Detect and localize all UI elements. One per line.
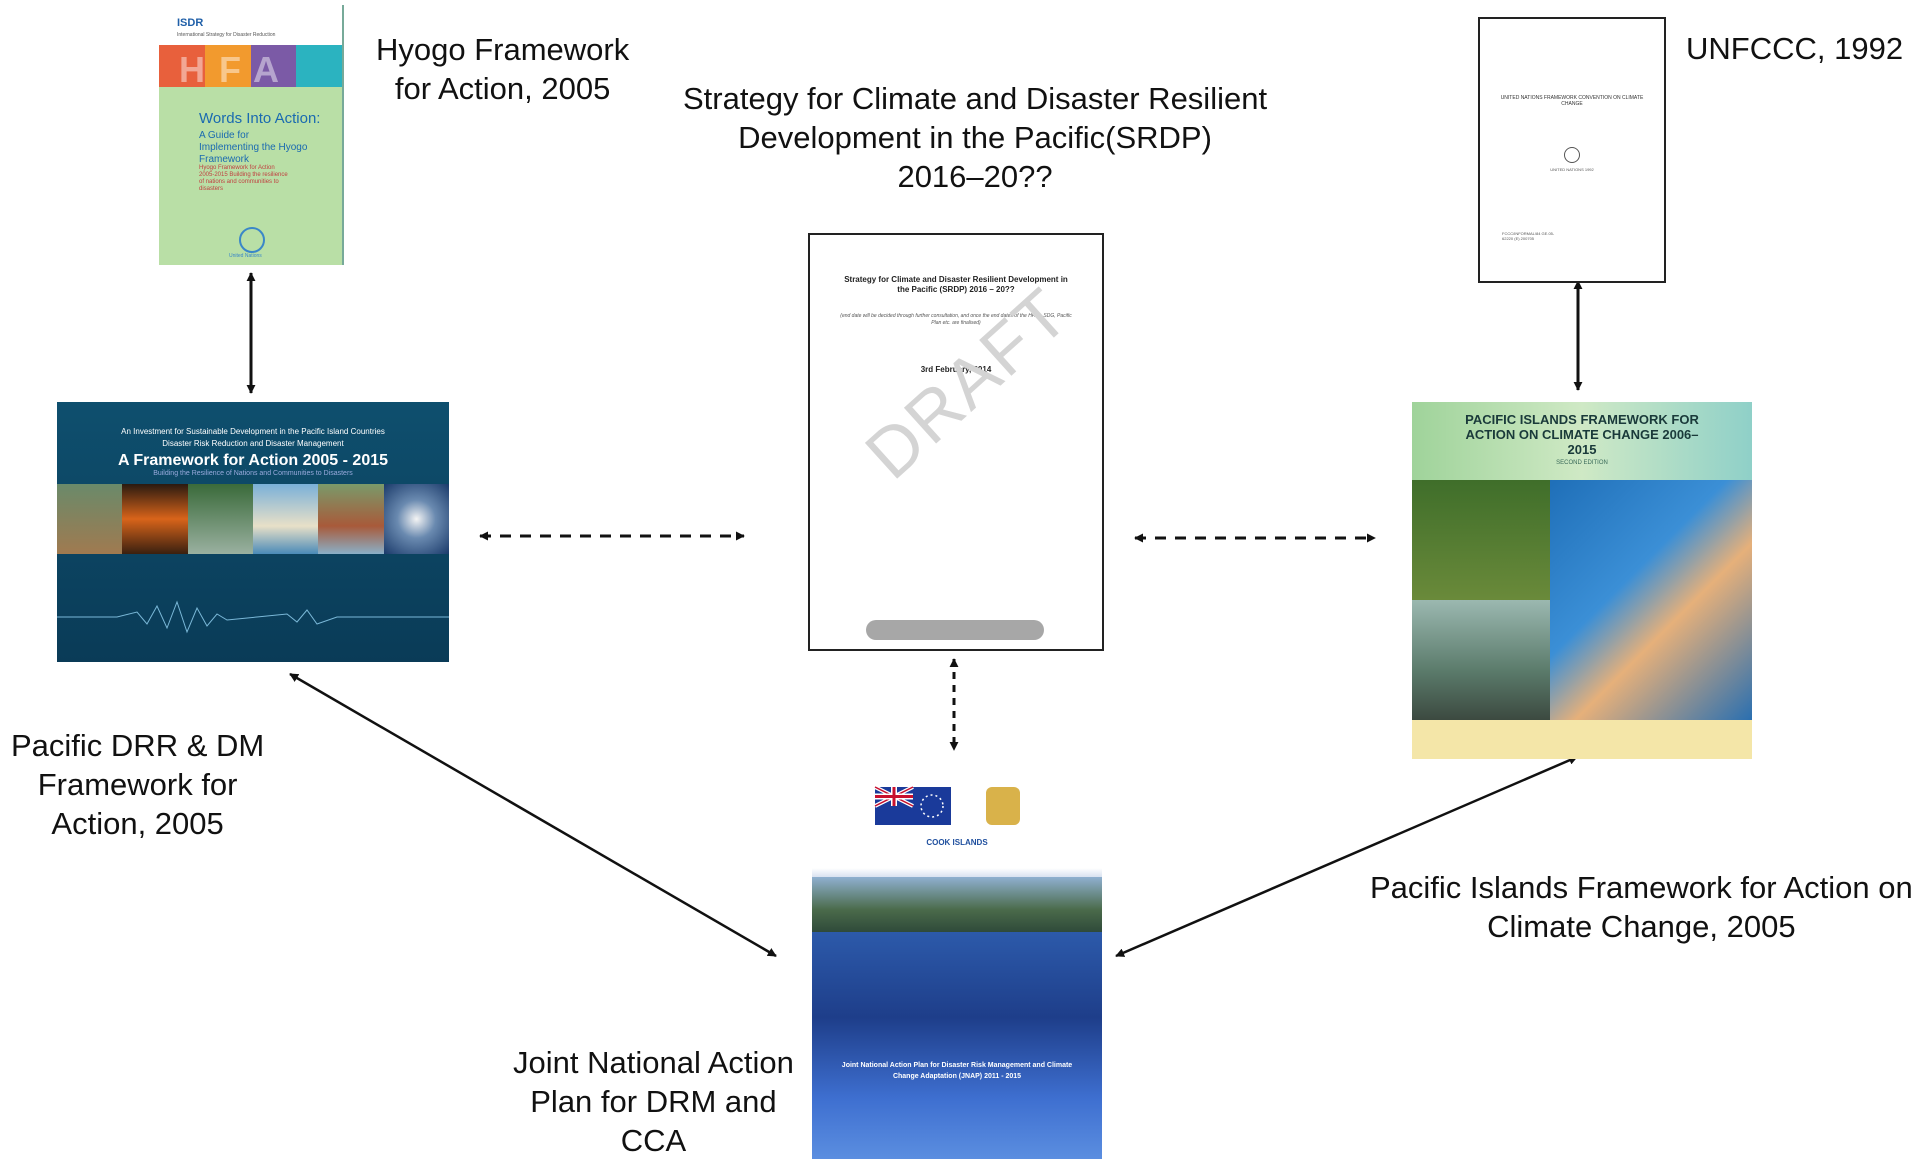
unfccc-sub: UNITED NATIONS 1992: [1550, 167, 1594, 172]
pacific-drr-cover: An Investment for Sustainable Developmen…: [57, 402, 449, 662]
jnap-island-photo: [812, 877, 1102, 932]
srdp-heading: Strategy for Climate and Disaster Resili…: [844, 275, 1068, 294]
unfccc-cover: UNITED NATIONS FRAMEWORK CONVENTION ON C…: [1478, 17, 1666, 283]
jnap-title: Joint National Action Plan for Disaster …: [841, 1062, 1073, 1080]
hfa-publisher: United Nations: [229, 253, 262, 259]
pifacc-photo-people: [1412, 480, 1550, 600]
draft-watermark: DRAFT: [850, 272, 1084, 494]
drr-seismograph: [57, 600, 449, 634]
caption-hfa: Hyogo Framework for Action, 2005: [376, 32, 630, 106]
pifacc-photo-shore: [1412, 600, 1550, 720]
caption-unfccc: UNFCCC, 1992: [1686, 31, 1904, 66]
caption-pifacc: Pacific Islands Framework for Action on …: [1370, 870, 1913, 944]
srdp-draft-cover: Strategy for Climate and Disaster Resili…: [808, 233, 1104, 651]
drr-line1: An Investment for Sustainable Developmen…: [121, 427, 385, 436]
pifacc-cover: PACIFIC ISLANDS FRAMEWORK FOR ACTION ON …: [1412, 402, 1752, 759]
srdp-date: 3rd February, 2014: [920, 365, 992, 374]
coat-of-arms-icon: [986, 787, 1020, 825]
pdf-toolbar: [866, 620, 1044, 640]
hfa-banner: HFA: [179, 49, 293, 90]
cook-islands-flag-icon: [874, 785, 951, 825]
jnap-cover: COOK ISLANDS Joint National Action Plan …: [812, 755, 1102, 1159]
drr-tagline: Building the Resilience of Nations and C…: [153, 470, 353, 477]
drr-photo-strip: [57, 484, 449, 554]
unfccc-footer: FCCC/INFORMAL/84 GE.05-62220 (E) 200705: [1502, 231, 1555, 241]
pifacc-photo-children: [1550, 480, 1752, 720]
hfa-color-band: [159, 45, 342, 87]
un-emblem-icon: [1564, 147, 1580, 163]
drr-title: A Framework for Action 2005 - 2015: [117, 452, 389, 469]
caption-jnap: Joint National Action Plan for DRM and C…: [513, 1045, 794, 1158]
un-emblem-icon: [239, 227, 265, 253]
pifacc-title: PACIFIC ISLANDS FRAMEWORK FOR ACTION ON …: [1465, 412, 1699, 457]
pifacc-header: [1412, 402, 1752, 480]
caption-srdp: Strategy for Climate and Disaster Resili…: [683, 81, 1268, 194]
pifacc-edition: SECOND EDITION: [1556, 460, 1608, 466]
srdp-note: (end date will be decided through furthe…: [840, 313, 1072, 326]
isdr-subtitle: International Strategy for Disaster Redu…: [177, 32, 276, 38]
hfa-cover: ISDR International Strategy for Disaster…: [159, 5, 344, 265]
isdr-logo-text: ISDR: [177, 17, 204, 29]
arrow-pifacc-jnap: [1115, 755, 1578, 958]
drr-line2: Disaster Risk Reduction and Disaster Man…: [162, 439, 344, 448]
arrow-drr-jnap: [289, 672, 777, 958]
hfa-cover-title: Words Into Action:: [199, 110, 321, 127]
unfccc-heading: UNITED NATIONS FRAMEWORK CONVENTION ON C…: [1500, 95, 1644, 107]
hfa-cover-subtitle: A Guide for Implementing the Hyogo Frame…: [199, 130, 308, 165]
jnap-country: COOK ISLANDS: [926, 838, 988, 847]
caption-drr: Pacific DRR & DM Framework for Action, 2…: [11, 728, 265, 841]
hfa-cover-note: Hyogo Framework for Action 2005-2015 Bui…: [199, 165, 288, 192]
hfa-cover-header: ISDR International Strategy for Disaster…: [159, 5, 342, 45]
